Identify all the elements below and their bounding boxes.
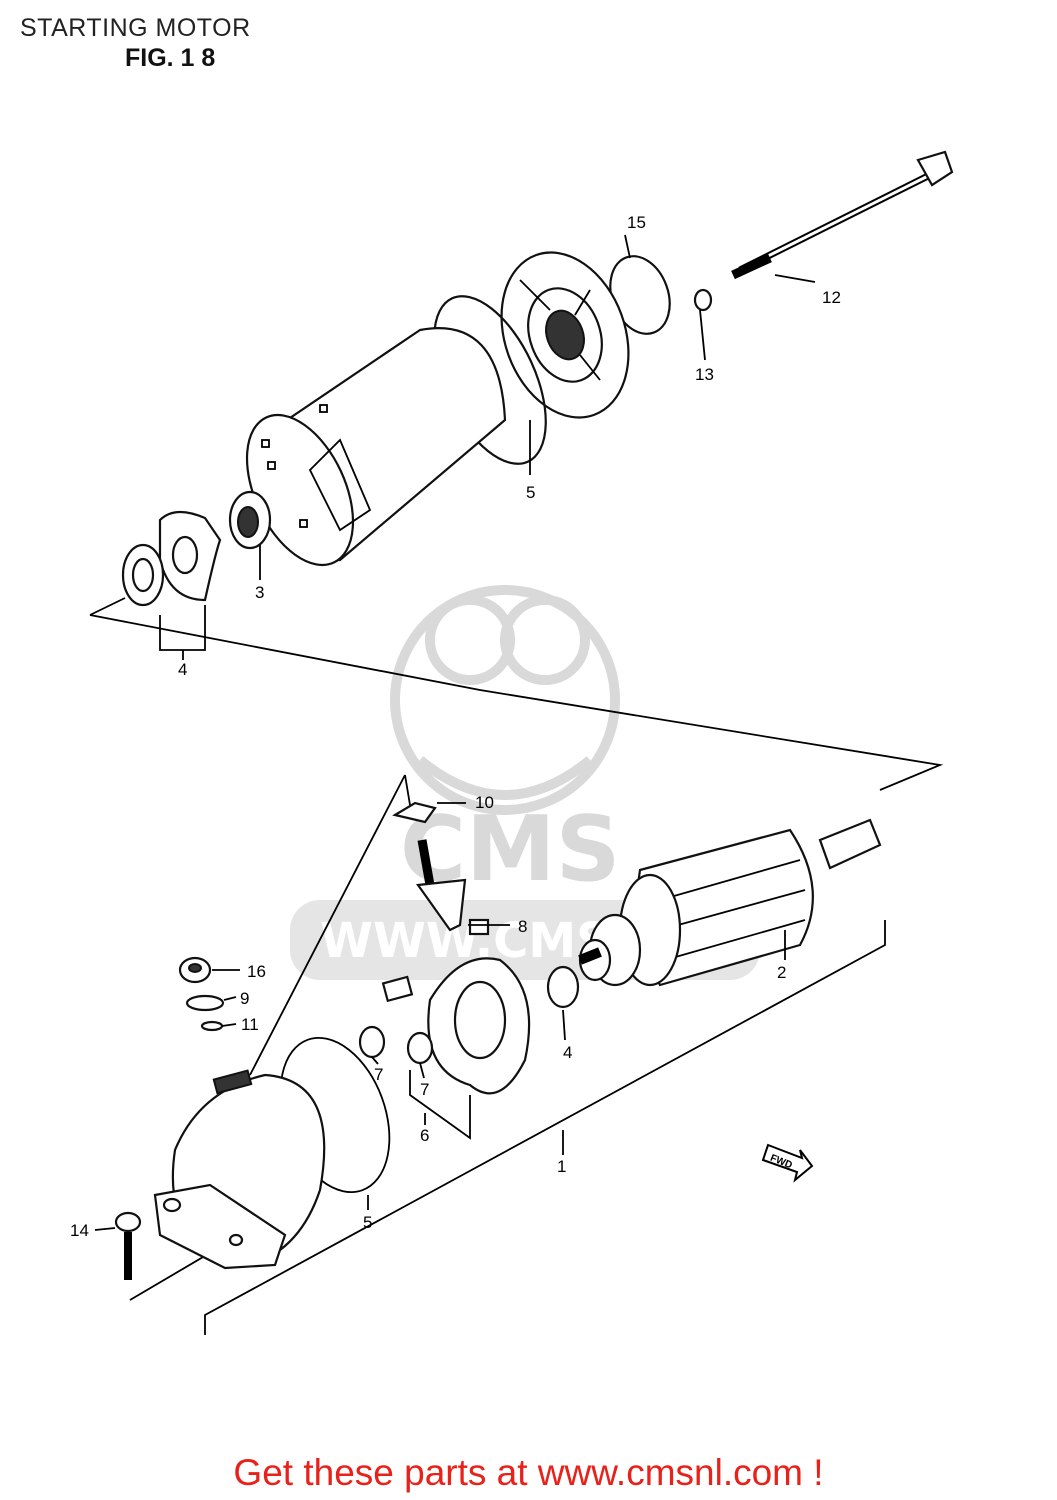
brush-holder-plate	[381, 918, 531, 1095]
callout: 11	[241, 1015, 259, 1034]
callout: 12	[822, 288, 841, 307]
callout: 10	[475, 793, 494, 812]
bearing-7a	[358, 1025, 386, 1059]
callout: 6	[420, 1126, 429, 1145]
washer-4-lower	[546, 965, 580, 1009]
insulator-10	[392, 801, 437, 824]
callout: 4	[563, 1043, 572, 1062]
bearing-7b	[406, 1031, 434, 1065]
callout: 5	[363, 1213, 372, 1232]
callout: 7	[420, 1080, 429, 1099]
washer-11	[200, 1020, 224, 1032]
callout: 9	[240, 989, 249, 1008]
callout: 13	[695, 365, 714, 384]
terminal-bolt	[416, 839, 467, 932]
rear-end-cover	[500, 251, 630, 419]
yoke-housing	[245, 327, 507, 567]
callout: 3	[255, 583, 264, 602]
callout: 1	[557, 1157, 566, 1176]
exploded-parts-diagram: CMS WWW.CMSNL	[70, 150, 954, 1335]
figure-label: FIG. 1 8	[125, 44, 216, 72]
callout: 2	[777, 963, 786, 982]
part-callouts: 15 12 13 5 3 4 10 8 2 16 9 11 4 7 7 6 1 …	[70, 213, 841, 1240]
callout: 4	[178, 660, 187, 679]
armature	[578, 818, 882, 987]
callout: 5	[526, 483, 535, 502]
page-title: STARTING MOTOR	[20, 14, 251, 42]
washer-13	[693, 288, 713, 312]
fwd-arrow-icon: FWD	[761, 1143, 814, 1183]
callout: 8	[518, 917, 527, 936]
get-parts-link[interactable]: Get these parts at www.cmsnl.com !	[233, 1452, 824, 1493]
washer-9	[185, 994, 225, 1012]
callout: 15	[627, 213, 646, 232]
screw-14	[114, 1211, 142, 1280]
front-housing	[153, 1069, 326, 1270]
oil-seal-3	[228, 490, 272, 550]
callout: 14	[70, 1221, 89, 1240]
nut-16	[178, 956, 212, 984]
callout: 16	[247, 962, 266, 981]
washers-4-upper	[121, 510, 222, 607]
callout: 7	[374, 1065, 383, 1084]
through-bolt	[731, 150, 954, 280]
bracket-6	[409, 1070, 471, 1140]
